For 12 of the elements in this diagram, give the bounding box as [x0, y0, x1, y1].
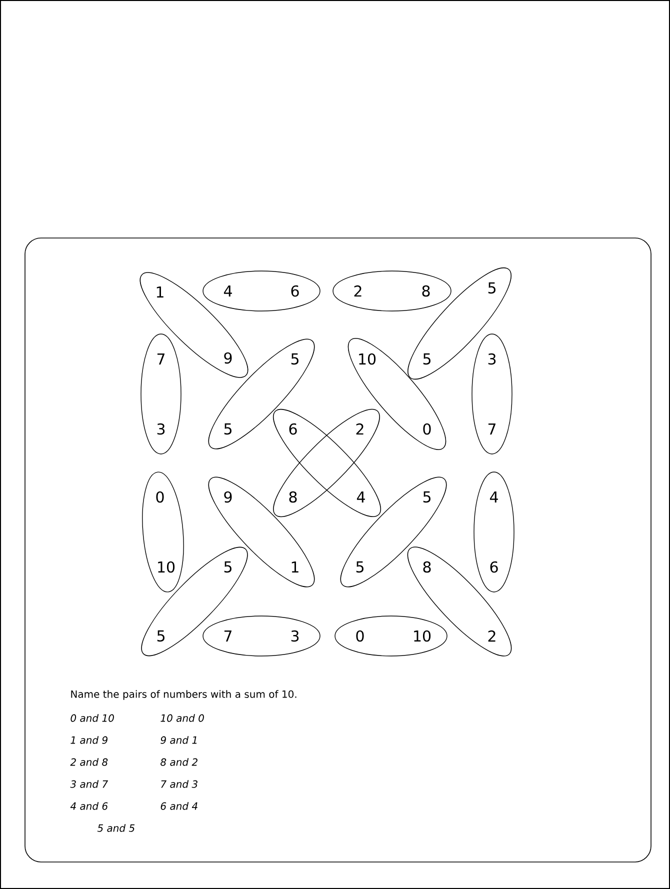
- answer-text: 3 and 7: [70, 780, 108, 788]
- answer-text: 2 and 8: [70, 758, 108, 766]
- answer-text: 5 and 5: [97, 824, 135, 832]
- answer-text: 10 and 0: [160, 714, 204, 722]
- answer-text: 6 and 4: [160, 802, 198, 810]
- answer-text: 8 and 2: [160, 758, 198, 766]
- answer-text: 1 and 9: [70, 736, 108, 744]
- answer-text: 4 and 6: [70, 802, 108, 810]
- instruction-text: Name the pairs of numbers with a sum of 10.: [71, 690, 296, 700]
- answer-text: 9 and 1: [160, 736, 197, 744]
- answer-text: 7 and 3: [161, 780, 198, 788]
- answer-text: 0 and 10: [70, 714, 114, 722]
